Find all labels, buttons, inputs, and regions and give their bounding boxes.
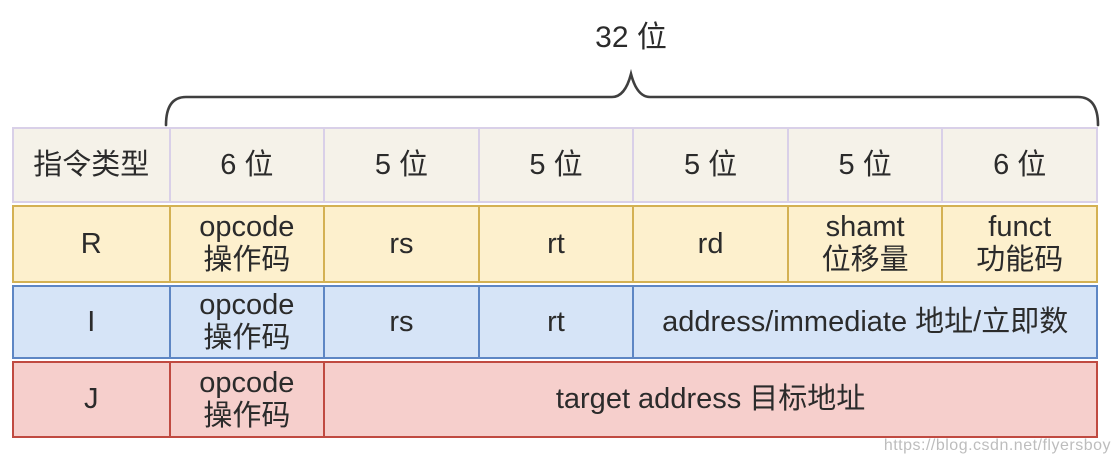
cell-line-zh: 功能码 (976, 244, 1064, 276)
cell-line-en: funct (988, 211, 1052, 243)
header-cell-bits-1: 6 位 (168, 129, 324, 201)
i-address-immediate-cell: address/immediate 地址/立即数 (632, 287, 1096, 357)
cell-line-zh: 操作码 (203, 322, 291, 354)
r-opcode-cell: opcode 操作码 (168, 207, 324, 281)
j-opcode-cell: opcode 操作码 (168, 363, 324, 436)
cell-line-zh: 操作码 (203, 399, 291, 432)
i-rs-cell: rs (323, 287, 478, 357)
header-cell-bits-2: 5 位 (323, 129, 478, 201)
r-shamt-cell: shamt 位移量 (786, 207, 942, 281)
header-cell-bits-6: 6 位 (941, 129, 1096, 201)
table-row-j-type: J opcode 操作码 target address 目标地址 (12, 361, 1098, 438)
table-row-r-type: R opcode 操作码 rs rt rd shamt 位移量 funct 功能… (12, 205, 1098, 283)
r-type-cell: R (80, 227, 102, 260)
r-rt-cell: rt (477, 207, 633, 281)
cell-line-zh: 操作码 (203, 244, 291, 276)
cell-line-zh: 位移量 (821, 244, 909, 276)
table-header-row: 指令类型 6 位 5 位 5 位 5 位 5 位 6 位 (12, 127, 1098, 203)
i-opcode-cell: opcode 操作码 (168, 287, 324, 357)
csdn-watermark: https://blog.csdn.net/flyersboy (883, 437, 1111, 454)
i-type-cell: I (87, 305, 96, 338)
instruction-format-table: 指令类型 6 位 5 位 5 位 5 位 5 位 6 位 R opcode 操作… (12, 127, 1098, 438)
j-type-cell: J (84, 383, 99, 415)
r-rs-cell: rs (323, 207, 478, 281)
header-cell-bits-4: 5 位 (632, 129, 787, 201)
top-brace (164, 68, 1100, 127)
i-rt-cell: rt (477, 287, 633, 357)
header-cell-bits-3: 5 位 (477, 129, 633, 201)
header-cell-instruction-type: 指令类型 (33, 148, 150, 181)
r-funct-cell: funct 功能码 (941, 207, 1096, 281)
r-rd-cell: rd (632, 207, 787, 281)
cell-line-en: opcode (199, 289, 295, 321)
cell-line-en: opcode (199, 366, 295, 399)
cell-line-en: opcode (199, 211, 295, 243)
bit-width-label: 32 位 (595, 21, 667, 54)
j-target-address-cell: target address 目标地址 (323, 363, 1096, 436)
cell-line-en: shamt (825, 211, 905, 243)
table-row-i-type: I opcode 操作码 rs rt address/immediate 地址/… (12, 285, 1098, 359)
header-cell-bits-5: 5 位 (786, 129, 942, 201)
